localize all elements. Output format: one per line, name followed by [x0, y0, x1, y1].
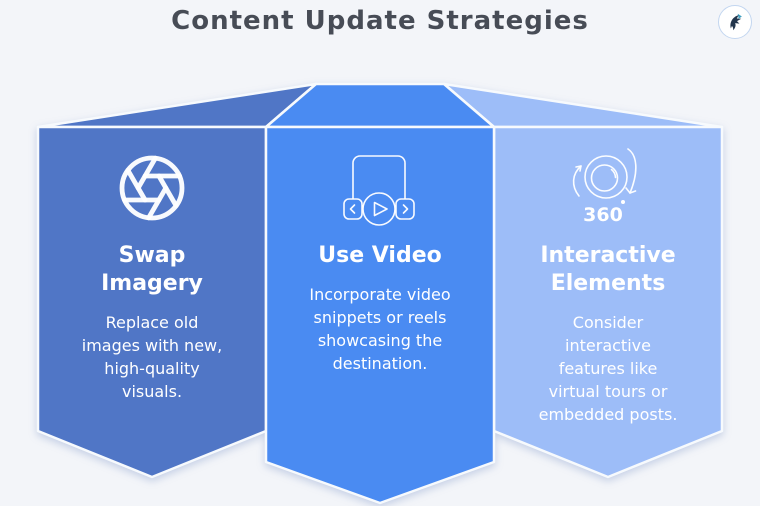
icon-360-label: 360 [583, 204, 623, 226]
panel-heading-swap-imagery: Swap Imagery [101, 243, 203, 296]
bird-logo-icon [730, 13, 742, 31]
panel-heading-interactive-elements: Interactive Elements [540, 243, 676, 296]
panel-body-interactive-elements: Consider interactive features like virtu… [538, 313, 678, 424]
panel-2-body [264, 125, 496, 505]
video-player-icon [343, 155, 415, 226]
panel-body-use-video: Incorporate video snippets or reels show… [309, 285, 451, 373]
camera-aperture-icon [119, 155, 185, 221]
360-camera-icon: 360 [572, 148, 637, 226]
page-title: Content Update Strategies [171, 6, 589, 36]
panel-1-body [36, 125, 268, 479]
brand-logo[interactable] [718, 5, 752, 39]
panel-heading-use-video: Use Video [318, 243, 442, 268]
panel-body-swap-imagery: Replace old images with new, high-qualit… [81, 313, 223, 401]
